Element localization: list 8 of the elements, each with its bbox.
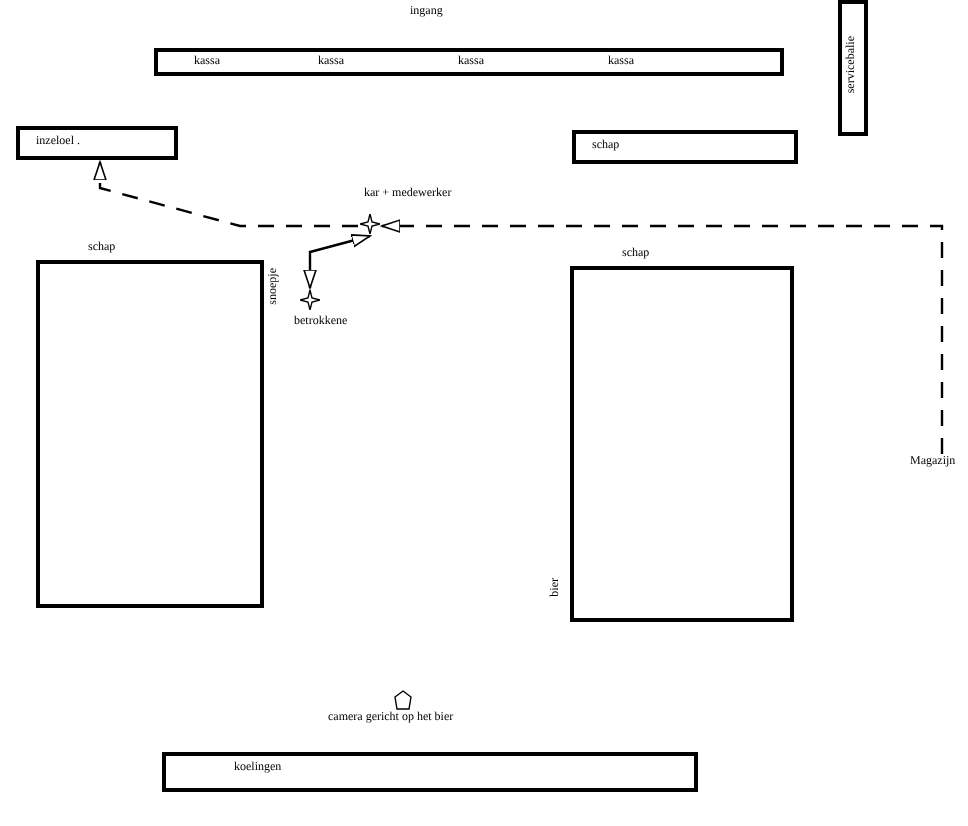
cooler-box bbox=[162, 752, 698, 792]
arrow bbox=[93, 161, 358, 228]
arrow bbox=[381, 219, 944, 454]
shelf-box bbox=[572, 130, 798, 164]
arrow bbox=[303, 234, 371, 289]
room-box bbox=[16, 126, 178, 160]
checkout-counter bbox=[154, 48, 784, 76]
service-desk bbox=[838, 0, 868, 136]
